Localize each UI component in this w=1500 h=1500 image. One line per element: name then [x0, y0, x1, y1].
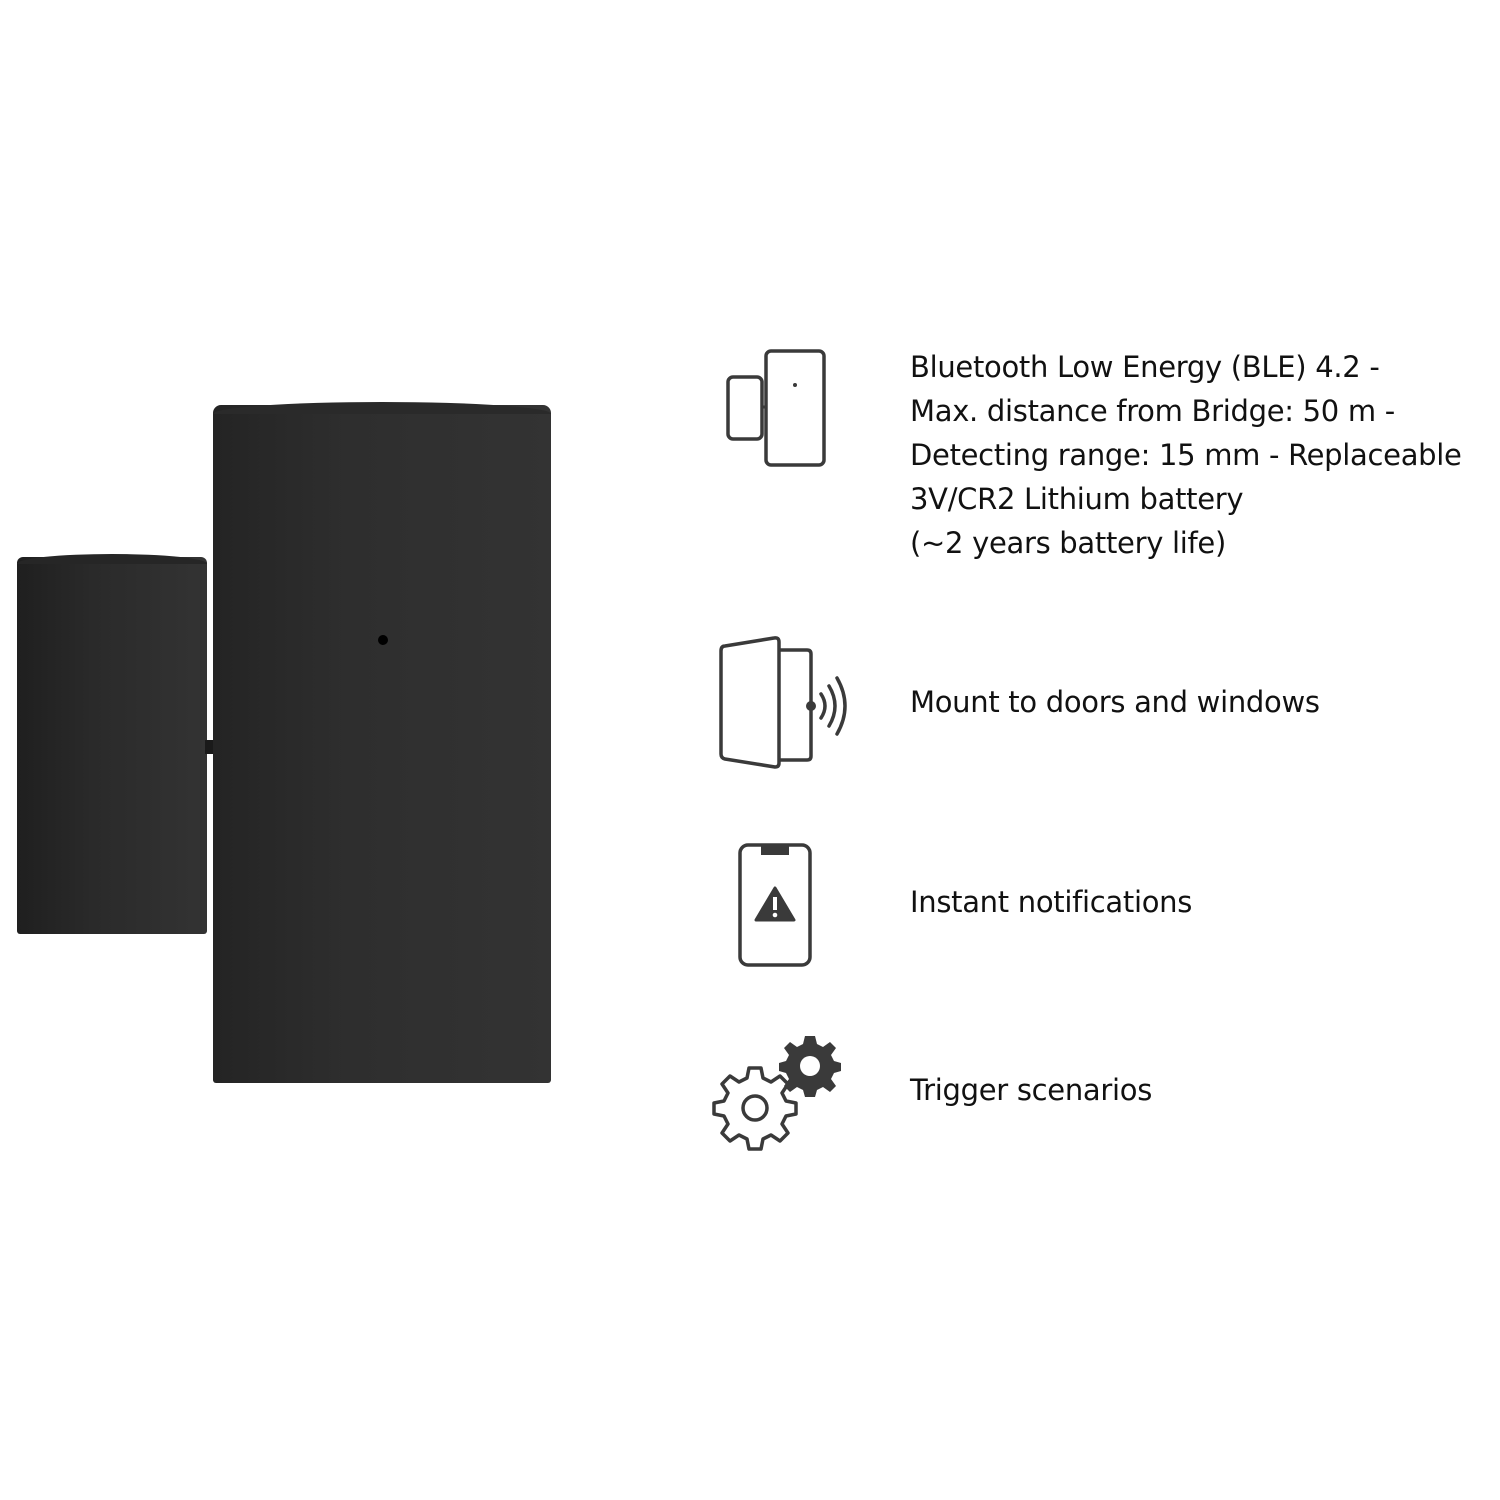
sensor-main-unit [213, 402, 551, 1083]
door-signal-icon [690, 625, 860, 775]
product-image [0, 0, 600, 1500]
feature-notifications-text: Instant notifications [910, 885, 1193, 919]
sensor-gap [205, 740, 213, 754]
contact-sensor-icon [690, 345, 860, 475]
gears-icon [690, 1025, 860, 1155]
feature-scenarios-text: Trigger scenarios [910, 1073, 1153, 1107]
sensor-led-dot [378, 635, 388, 645]
phone-alert-icon [690, 835, 860, 975]
feature-notifications: Instant notifications [690, 835, 1490, 975]
feature-specs: Bluetooth Low Energy (BLE) 4.2 - Max. di… [690, 345, 1490, 575]
feature-specs-text: Bluetooth Low Energy (BLE) 4.2 - Max. di… [910, 350, 1462, 560]
feature-mount: Mount to doors and windows [690, 625, 1490, 775]
feature-mount-text: Mount to doors and windows [910, 685, 1320, 719]
sensor-magnet-part [17, 554, 207, 934]
feature-scenarios: Trigger scenarios [690, 1025, 1490, 1155]
